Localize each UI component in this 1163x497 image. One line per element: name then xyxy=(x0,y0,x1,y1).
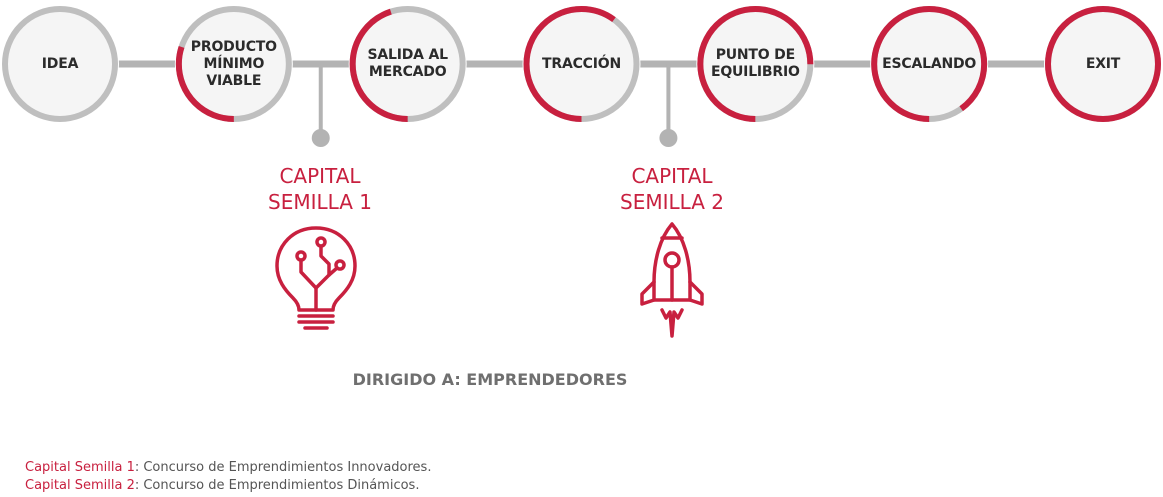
footnotes: Capital Semilla 1: Concurso de Emprendim… xyxy=(25,459,431,495)
footnote-1: Capital Semilla 1: Concurso de Emprendim… xyxy=(25,459,431,477)
capital-semilla-2-title: CAPITAL SEMILLA 2 xyxy=(620,164,724,214)
stage-label-salida-al-mercado: SALIDA AL MERCADO xyxy=(367,47,448,80)
audience-label: DIRIGIDO A: EMPRENDEDORES xyxy=(352,370,628,389)
lightbulb-circuit-icon xyxy=(275,226,357,330)
stage-label-exit: EXIT xyxy=(1085,55,1121,72)
capital-semilla-1-title: CAPITAL SEMILLA 1 xyxy=(268,164,372,214)
stage-progress-escalando xyxy=(871,6,988,122)
stage-label-punto-de-equilibrio: PUNTO DE EQUILIBRIO xyxy=(710,47,800,80)
stage-ring-idea xyxy=(2,6,118,122)
footnote-2-key: Capital Semilla 2 xyxy=(25,478,135,493)
footnote-2-text: : Concurso de Emprendimientos Dinámicos. xyxy=(134,478,420,493)
stage-progress-punto-de-equilibrio xyxy=(697,6,814,122)
stage-label-producto-minimo-viable: PRODUCTO MÍNIMO VIABLE xyxy=(190,38,277,89)
stage-progress-salida-al-mercado xyxy=(349,6,466,122)
funding-dot-2 xyxy=(659,129,678,147)
footnote-2: Capital Semilla 2: Concurso de Emprendim… xyxy=(25,477,431,495)
funding-dot-1 xyxy=(311,129,330,147)
rocket-icon xyxy=(640,222,704,338)
stage-label-escalando: ESCALANDO xyxy=(882,55,977,72)
stage-progress-producto-minimo-viable xyxy=(175,6,292,122)
stage-progress-exit xyxy=(1045,6,1161,122)
footnote-1-key: Capital Semilla 1 xyxy=(25,460,135,475)
footnote-1-text: : Concurso de Emprendimientos Innovadore… xyxy=(134,460,432,475)
stage-label-idea: IDEA xyxy=(41,55,79,72)
stage-progress-traccion xyxy=(523,6,640,122)
stage-label-traccion: TRACCIÓN xyxy=(542,55,621,72)
